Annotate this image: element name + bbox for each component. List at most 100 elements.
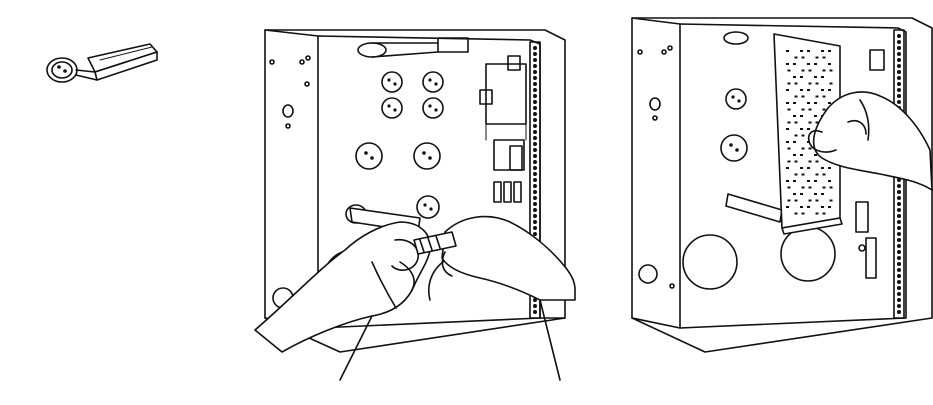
board-component bbox=[800, 206, 803, 208]
terminal-dot bbox=[533, 64, 537, 68]
board-component bbox=[788, 200, 791, 202]
board-component bbox=[809, 83, 812, 85]
board-component bbox=[802, 109, 805, 111]
terminal-dot bbox=[533, 130, 537, 134]
board-component bbox=[788, 83, 791, 85]
board-component bbox=[802, 70, 805, 72]
board-component bbox=[814, 115, 817, 117]
board-component bbox=[807, 102, 810, 104]
board-component bbox=[816, 83, 819, 85]
terminal-dot bbox=[533, 226, 537, 230]
terminal-dot bbox=[897, 100, 901, 104]
terminal-dot bbox=[897, 46, 901, 50]
board-component bbox=[830, 200, 833, 202]
board-component bbox=[786, 167, 789, 169]
terminal-dot bbox=[533, 142, 537, 146]
terminal-dot bbox=[897, 214, 901, 218]
terminal-dot bbox=[533, 178, 537, 182]
terminal-dot bbox=[533, 184, 537, 188]
board-component bbox=[809, 122, 812, 124]
board-component bbox=[793, 63, 796, 65]
board-component bbox=[795, 200, 798, 202]
board-component bbox=[828, 206, 831, 208]
board-component bbox=[793, 180, 796, 182]
terminal-dot bbox=[533, 148, 537, 152]
terminal-dot bbox=[533, 196, 537, 200]
board-component bbox=[816, 96, 819, 98]
board-component bbox=[795, 135, 798, 137]
terminal-dot bbox=[533, 52, 537, 56]
board-component bbox=[800, 89, 803, 91]
terminal-dot bbox=[897, 196, 901, 200]
terminal-dot bbox=[897, 256, 901, 260]
terminal-dot bbox=[897, 298, 901, 302]
board-component bbox=[816, 57, 819, 59]
board-component bbox=[823, 174, 826, 176]
board-component bbox=[830, 83, 833, 85]
board-component bbox=[795, 161, 798, 163]
board-component bbox=[793, 102, 796, 104]
terminal-dot bbox=[533, 94, 537, 98]
board-component bbox=[814, 154, 817, 156]
board-component bbox=[823, 57, 826, 59]
terminal-dot bbox=[897, 52, 901, 56]
terminal-dot bbox=[897, 70, 901, 74]
board-component bbox=[800, 154, 803, 156]
board-component bbox=[821, 206, 824, 208]
terminal-dot bbox=[533, 100, 537, 104]
board-component bbox=[795, 83, 798, 85]
terminal-dot bbox=[533, 190, 537, 194]
terminal-dot bbox=[897, 88, 901, 92]
board-component bbox=[807, 180, 810, 182]
board-component bbox=[793, 141, 796, 143]
board-component bbox=[802, 174, 805, 176]
board-component bbox=[802, 148, 805, 150]
board-component bbox=[793, 154, 796, 156]
board-component bbox=[816, 200, 819, 202]
board-component bbox=[802, 135, 805, 137]
terminal-dot bbox=[897, 292, 901, 296]
terminal-dot bbox=[533, 160, 537, 164]
board-component bbox=[821, 167, 824, 169]
board-component bbox=[828, 180, 831, 182]
board-component bbox=[800, 50, 803, 52]
board-component bbox=[788, 70, 791, 72]
terminal-dot bbox=[533, 214, 537, 218]
terminal-dot bbox=[533, 202, 537, 206]
terminal-dot bbox=[897, 184, 901, 188]
terminal-dot bbox=[897, 190, 901, 194]
board-component bbox=[807, 50, 810, 52]
terminal-dot bbox=[897, 94, 901, 98]
terminal-dot bbox=[533, 82, 537, 86]
board-component bbox=[823, 187, 826, 189]
terminal-dot bbox=[533, 220, 537, 224]
board-component bbox=[828, 102, 831, 104]
board-component bbox=[786, 102, 789, 104]
board-component bbox=[795, 57, 798, 59]
board-component bbox=[809, 187, 812, 189]
board-component bbox=[795, 122, 798, 124]
board-component bbox=[793, 76, 796, 78]
terminal-dot bbox=[533, 232, 537, 236]
terminal-dot bbox=[897, 262, 901, 266]
board-component bbox=[802, 187, 805, 189]
terminal-dot bbox=[897, 286, 901, 290]
board-component bbox=[830, 70, 833, 72]
terminal-dot bbox=[897, 310, 901, 314]
board-component bbox=[823, 213, 826, 215]
terminal-dot bbox=[533, 106, 537, 110]
board-component bbox=[800, 76, 803, 78]
standoff-icon bbox=[47, 44, 157, 82]
terminal-dot bbox=[897, 226, 901, 230]
board-component bbox=[788, 148, 791, 150]
terminal-dot bbox=[533, 88, 537, 92]
board-component bbox=[823, 70, 826, 72]
board-component bbox=[814, 63, 817, 65]
board-component bbox=[814, 180, 817, 182]
board-component bbox=[814, 193, 817, 195]
terminal-dot bbox=[897, 274, 901, 278]
board-component bbox=[793, 193, 796, 195]
terminal-dot bbox=[897, 64, 901, 68]
